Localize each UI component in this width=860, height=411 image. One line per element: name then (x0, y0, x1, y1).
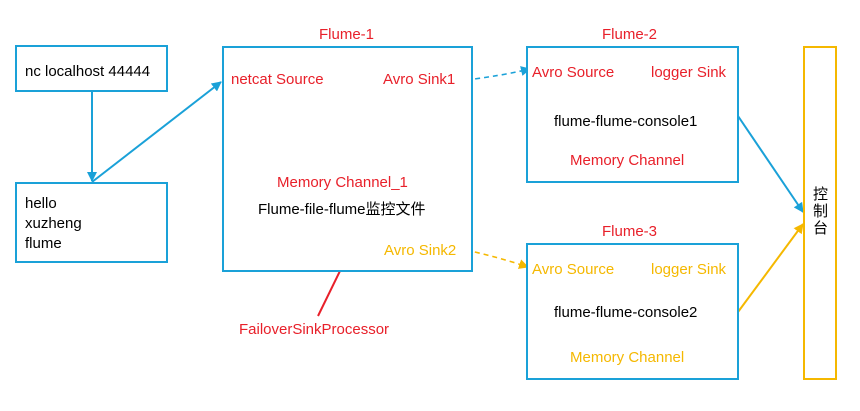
flume1-avro-sink1: Avro Sink1 (383, 71, 456, 88)
flume3-title: Flume-3 (602, 223, 658, 240)
nc-command-box: nc localhost 44444 (15, 45, 168, 92)
arrow-flume2-to-console (737, 115, 804, 213)
flume3-avro-source: Avro Source (532, 261, 615, 278)
failover-processor-label: FailoverSinkProcessor (239, 321, 390, 338)
arrow-sink1-to-flume2 (465, 66, 531, 81)
flume2-agent-box (526, 46, 739, 183)
flume1-avro-sink2: Avro Sink2 (384, 242, 457, 259)
console-label: 控制台 (811, 186, 828, 237)
input-line: hello (25, 195, 57, 212)
input-line: xuzheng (25, 215, 82, 232)
input-data-box: hello xuzheng flume (15, 182, 168, 263)
arrow-data-to-flume1 (91, 81, 222, 183)
flume1-memory-channel: Memory Channel_1 (277, 174, 408, 191)
input-data-lines: hello xuzheng flume (25, 194, 82, 254)
flume2-caption: flume-flume-console1 (554, 113, 698, 130)
flume2-avro-source: Avro Source (532, 64, 615, 81)
flume1-title: Flume-1 (319, 26, 375, 43)
arrow-sink2-to-flume3 (465, 249, 529, 269)
flume3-caption: flume-flume-console2 (554, 304, 698, 321)
flume2-logger-sink: logger Sink (651, 64, 727, 81)
flume1-caption: Flume-file-flume监控文件 (258, 201, 426, 218)
flume3-memory-channel: Memory Channel (570, 349, 685, 366)
flume3-agent-box (526, 243, 739, 380)
flume3-logger-sink: logger Sink (651, 261, 727, 278)
input-line: flume (25, 235, 62, 252)
console-box (803, 46, 837, 380)
flume2-title: Flume-2 (602, 26, 658, 43)
flume2-memory-channel: Memory Channel (570, 152, 685, 169)
arrow-flume3-to-console (737, 223, 804, 313)
nc-command-label: nc localhost 44444 (25, 63, 151, 80)
flume1-netcat-source: netcat Source (231, 71, 324, 88)
flume1-agent-box (222, 46, 473, 272)
